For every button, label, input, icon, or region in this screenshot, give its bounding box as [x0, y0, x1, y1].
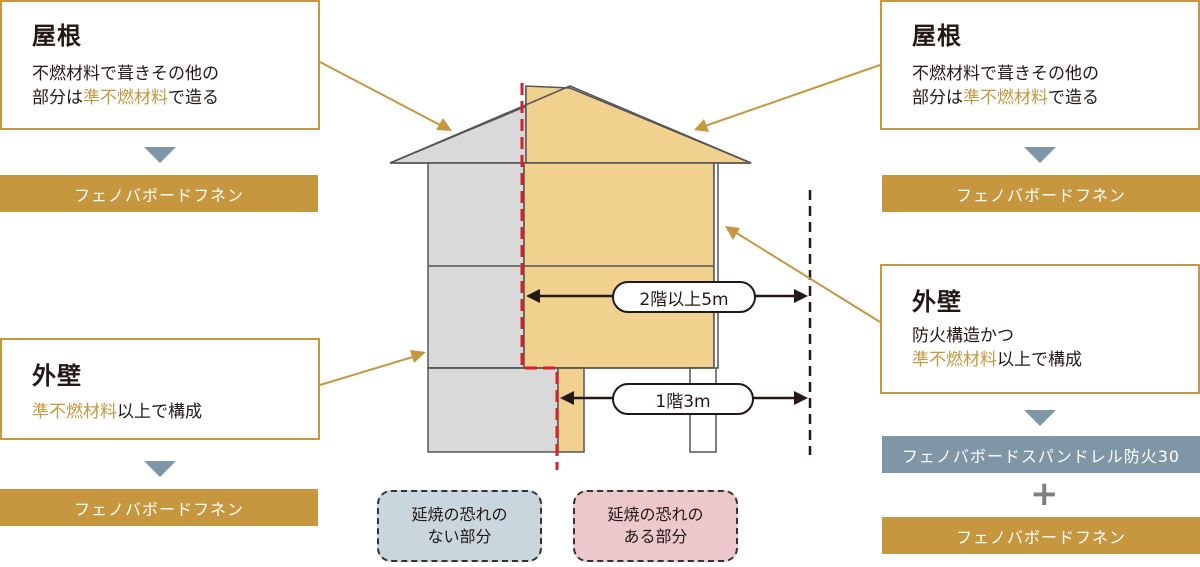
right-roof-line2-pre: 部分は	[912, 88, 963, 108]
roof-yellow-section	[525, 85, 752, 164]
left-wall-down-arrow	[144, 461, 176, 477]
right-roof-product: フェノバボードフネン	[955, 185, 1126, 205]
right-wall-down-arrow	[1024, 410, 1056, 426]
left-roof-product-bar: フェノバボードフネン	[0, 175, 318, 212]
left-roof-line1: 不燃材料で葺きその他の	[32, 64, 219, 84]
left-roof-line2-hl: 準不燃材料	[83, 88, 168, 108]
dim-1f-arrow-left	[560, 391, 574, 405]
left-roof-title: 屋根	[32, 22, 82, 50]
left-wall-line1-post: 以上で構成	[117, 402, 202, 422]
fire-spread-boundary	[520, 83, 559, 470]
left-wall-product: フェノバボードフネン	[73, 499, 244, 519]
right-wall-title: 外壁	[912, 288, 962, 316]
right-roof-card: 屋根 不燃材料で葺きその他の 部分は準不燃材料で造る	[880, 0, 1200, 130]
wall-right-post-upper	[713, 162, 719, 369]
left-wall-product-bar: フェノバボードフネン	[0, 489, 318, 526]
right-wall-line2-hl: 準不燃材料	[912, 350, 997, 370]
plus-text: +	[1030, 474, 1059, 514]
dim-1f-arrow-right	[794, 391, 808, 405]
right-roof-line2-post: で造る	[1048, 88, 1099, 108]
dim-label-1f-text: 1階3m	[655, 391, 711, 412]
dim-2f-arrow-right	[794, 289, 808, 303]
dim-label-2f-text: 2階以上5m	[639, 289, 729, 310]
zone-risk-line1: 延焼の恐れの	[607, 505, 704, 524]
zone-safe-pill: 延焼の恐れの ない部分	[377, 490, 542, 562]
callout-right-roof-head	[694, 119, 709, 132]
left-roof-line2-post: で造る	[168, 88, 219, 108]
zone-safe-line2: ない部分	[427, 527, 492, 546]
right-wall-line2-post: 以上で構成	[997, 350, 1082, 370]
right-roof-title: 屋根	[912, 22, 962, 50]
wall-yellow-ground	[557, 367, 585, 453]
plus-icon: +	[1030, 477, 1059, 511]
dim-2f-arrow-left	[526, 289, 540, 303]
right-wall-product-1: フェノバボードスパンドレル防火30	[901, 446, 1181, 466]
zone-risk-line2: ある部分	[623, 527, 688, 546]
left-roof-body: 不燃材料で葺きその他の 部分は準不燃材料で造る	[32, 62, 219, 110]
callout-right-wall	[734, 231, 881, 323]
right-wall-product-2: フェノバボードフネン	[955, 527, 1126, 547]
callout-left-wall	[319, 355, 417, 386]
zone-safe-line1: 延焼の恐れの	[411, 505, 508, 524]
left-roof-line2: 部分は準不燃材料で造る	[32, 86, 219, 110]
left-roof-down-arrow	[144, 147, 176, 163]
right-roof-body: 不燃材料で葺きその他の 部分は準不燃材料で造る	[912, 62, 1099, 110]
dim-label-2f: 2階以上5m	[612, 281, 756, 313]
right-roof-down-arrow	[1024, 147, 1056, 163]
wall-gray-ground	[427, 367, 559, 453]
dim-label-1f: 1階3m	[612, 383, 754, 415]
left-wall-title: 外壁	[32, 362, 82, 390]
right-wall-line1: 防火構造かつ	[912, 326, 1014, 346]
left-roof-card: 屋根 不燃材料で葺きその他の 部分は準不燃材料で造る	[0, 0, 320, 130]
right-wall-card: 外壁 防火構造かつ 準不燃材料以上で構成	[880, 264, 1200, 394]
right-wall-line2: 準不燃材料以上で構成	[912, 348, 1082, 372]
callout-left-roof	[319, 61, 443, 127]
callout-left-roof-head	[436, 118, 452, 131]
callout-left-wall-head	[410, 350, 426, 363]
right-wall-product-bar-1: フェノバボードスパンドレル防火30	[882, 436, 1200, 473]
right-roof-line2: 部分は準不燃材料で造る	[912, 86, 1099, 110]
right-wall-product-bar-2: フェノバボードフネン	[882, 517, 1200, 554]
left-wall-body: 準不燃材料以上で構成	[32, 400, 202, 424]
right-roof-line2-hl: 準不燃材料	[963, 88, 1048, 108]
callout-right-roof	[704, 64, 881, 127]
left-wall-card: 外壁 準不燃材料以上で構成	[0, 338, 320, 440]
left-roof-line2-pre: 部分は	[32, 88, 83, 108]
right-wall-body: 防火構造かつ 準不燃材料以上で構成	[912, 324, 1082, 372]
right-roof-line1: 不燃材料で葺きその他の	[912, 64, 1099, 84]
callout-right-wall-head	[725, 226, 740, 240]
left-wall-line1-hl: 準不燃材料	[32, 402, 117, 422]
left-roof-product: フェノバボードフネン	[73, 185, 244, 205]
right-roof-product-bar: フェノバボードフネン	[882, 175, 1200, 212]
zone-risk-pill: 延焼の恐れの ある部分	[573, 490, 738, 562]
